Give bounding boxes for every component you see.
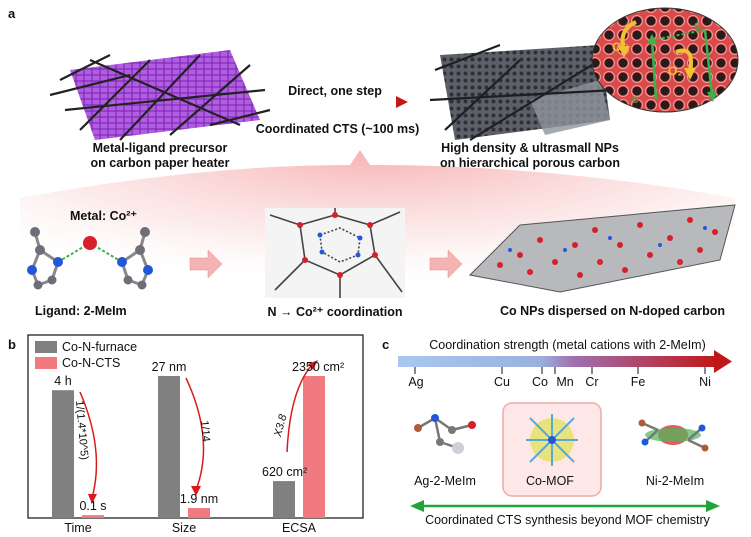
bar-label-time-furnace: 4 h: [54, 374, 72, 389]
bar-size-furnace: [158, 376, 180, 518]
mof-network-image: [265, 208, 405, 298]
size-ratio-annotation: 1/14: [198, 420, 212, 443]
scale-label-co: Co: [532, 375, 548, 389]
scale-label-mn: Mn: [556, 375, 574, 389]
panel-c-letter: c: [382, 337, 390, 352]
ecsa-arrow: [286, 364, 313, 453]
ligand-label: Ligand: 2-MeIm: [35, 304, 127, 318]
category-label-ecsa: ECSA: [281, 521, 317, 535]
category-label-time: Time: [64, 521, 92, 535]
product-caption-line1: High density & ultrasmall NPs: [441, 141, 619, 155]
product-caption: High density & ultrasmall NPs on hierarc…: [430, 141, 630, 171]
legend-furnace: Co-N-furnace: [62, 340, 138, 354]
precursor-caption: Metal-ligand precursor on carbon paper h…: [45, 141, 275, 171]
porous-carbon-image: [429, 43, 616, 141]
footer-arrow-left: [410, 500, 424, 512]
ligand-molecule-image: [27, 227, 153, 290]
footer-label: Coordinated CTS synthesis beyond MOF che…: [425, 513, 710, 527]
inset-o2-label-1: O₂: [612, 40, 627, 54]
precursor-caption-line1: Metal-ligand precursor: [92, 141, 228, 155]
bar-time-furnace: [52, 390, 74, 518]
ni-2-meim-image: [638, 419, 709, 452]
ag-2-meim-image: [414, 414, 476, 454]
strength-scale-bar: [398, 356, 716, 367]
item-ag-2-meim: Ag-2-MeIm: [414, 474, 476, 488]
item-ni-2-meim: Ni-2-MeIm: [645, 474, 705, 488]
coordination-label: N → Co²⁺ coordination: [267, 305, 403, 319]
panel-a-letter: a: [8, 6, 16, 21]
arrow-top-label: Direct, one step: [288, 84, 382, 98]
scale-label-ni: Ni: [699, 375, 711, 389]
panel-a-graphics: [20, 7, 739, 330]
inset-e-label-2: e: [632, 92, 639, 106]
bar-ecsa-cts: [303, 376, 325, 518]
time-arrow: [79, 391, 98, 499]
footer-arrow-right: [706, 500, 720, 512]
strength-scale-arrowhead: [714, 350, 732, 373]
legend-cts: Co-N-CTS: [62, 356, 121, 370]
step-arrow-2: [429, 249, 463, 279]
legend-swatch-cts: [35, 357, 57, 369]
bar-label-ecsa-cts: 2350 cm²: [292, 360, 345, 374]
bar-label-time-cts: 0.1 s: [79, 499, 107, 514]
bar-size-cts: [188, 508, 210, 518]
step-arrow-1: [189, 249, 223, 279]
legend-swatch-furnace: [35, 341, 57, 353]
panel-c-graphics: [398, 350, 732, 512]
bar-time-cts: [82, 515, 104, 518]
scale-title: Coordination strength (metal cations wit…: [429, 338, 706, 352]
precursor-sheet-image: [49, 50, 271, 141]
scale-label-cr: Cr: [585, 375, 599, 389]
category-label-size: Size: [171, 521, 197, 535]
bar-label-size-cts: 1.9 nm: [179, 492, 219, 507]
bar-label-ecsa-furnace: 620 cm²: [262, 465, 308, 480]
bar-ecsa-furnace: [273, 481, 295, 518]
inset-o2-label-2: O₂: [668, 64, 683, 78]
inset-e-label-1: e: [694, 18, 701, 32]
product-caption-line2: on hierarchical porous carbon: [440, 156, 620, 170]
scale-label-ag: Ag: [408, 375, 424, 389]
bar-label-size-furnace: 27 nm: [151, 360, 187, 374]
product-label: Co NPs dispersed on N-doped carbon: [500, 304, 726, 318]
process-arrow-head: [396, 96, 408, 108]
metal-label: Metal: Co²⁺: [70, 209, 138, 223]
item-co-mof: Co-MOF: [526, 474, 574, 488]
catalysis-inset: [591, 7, 739, 113]
scale-label-cu: Cu: [494, 375, 510, 389]
co-mof-image: [526, 414, 578, 466]
scale-label-fe: Fe: [630, 375, 646, 389]
size-arrow: [185, 377, 205, 491]
panel-b-chart: [27, 334, 364, 519]
panel-b-letter: b: [8, 337, 16, 352]
precursor-caption-line2: on carbon paper heater: [90, 156, 230, 170]
co-nps-carbon-image: [468, 204, 736, 293]
arrow-bottom-label: Coordinated CTS (~100 ms): [255, 122, 420, 136]
